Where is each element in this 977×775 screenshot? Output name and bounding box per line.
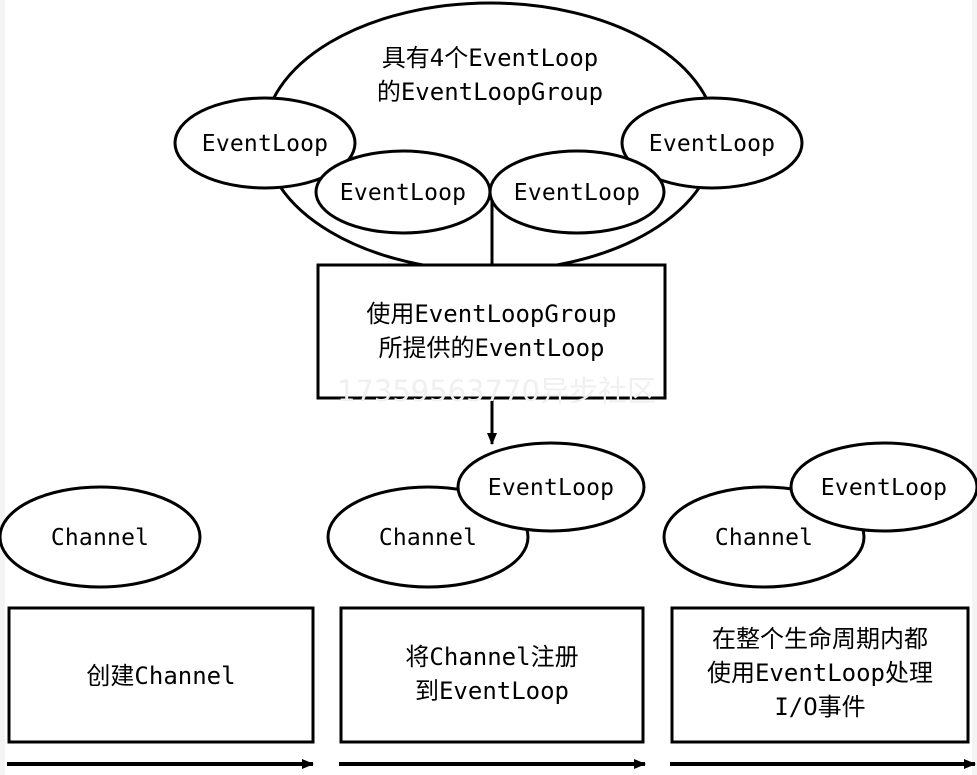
stage-1-channel-ellipse: [0, 485, 202, 589]
group-event-loop-ellipse-1: [173, 96, 357, 190]
stage-2-box-outline: [339, 606, 645, 744]
stage-2-event-loop-ellipse: [456, 441, 646, 533]
stage-3-box-outline: [670, 606, 970, 744]
group-event-loop-ellipse-4: [620, 96, 804, 190]
stage-1-box-outline: [7, 606, 315, 744]
left-page-edge: [0, 0, 5, 775]
group-event-loop-ellipse-3: [488, 149, 666, 235]
group-event-loop-ellipse-2: [314, 149, 492, 235]
stage-3-event-loop-ellipse: [789, 441, 977, 533]
middle-box-outline: [316, 263, 667, 400]
right-page-edge: [972, 0, 977, 775]
